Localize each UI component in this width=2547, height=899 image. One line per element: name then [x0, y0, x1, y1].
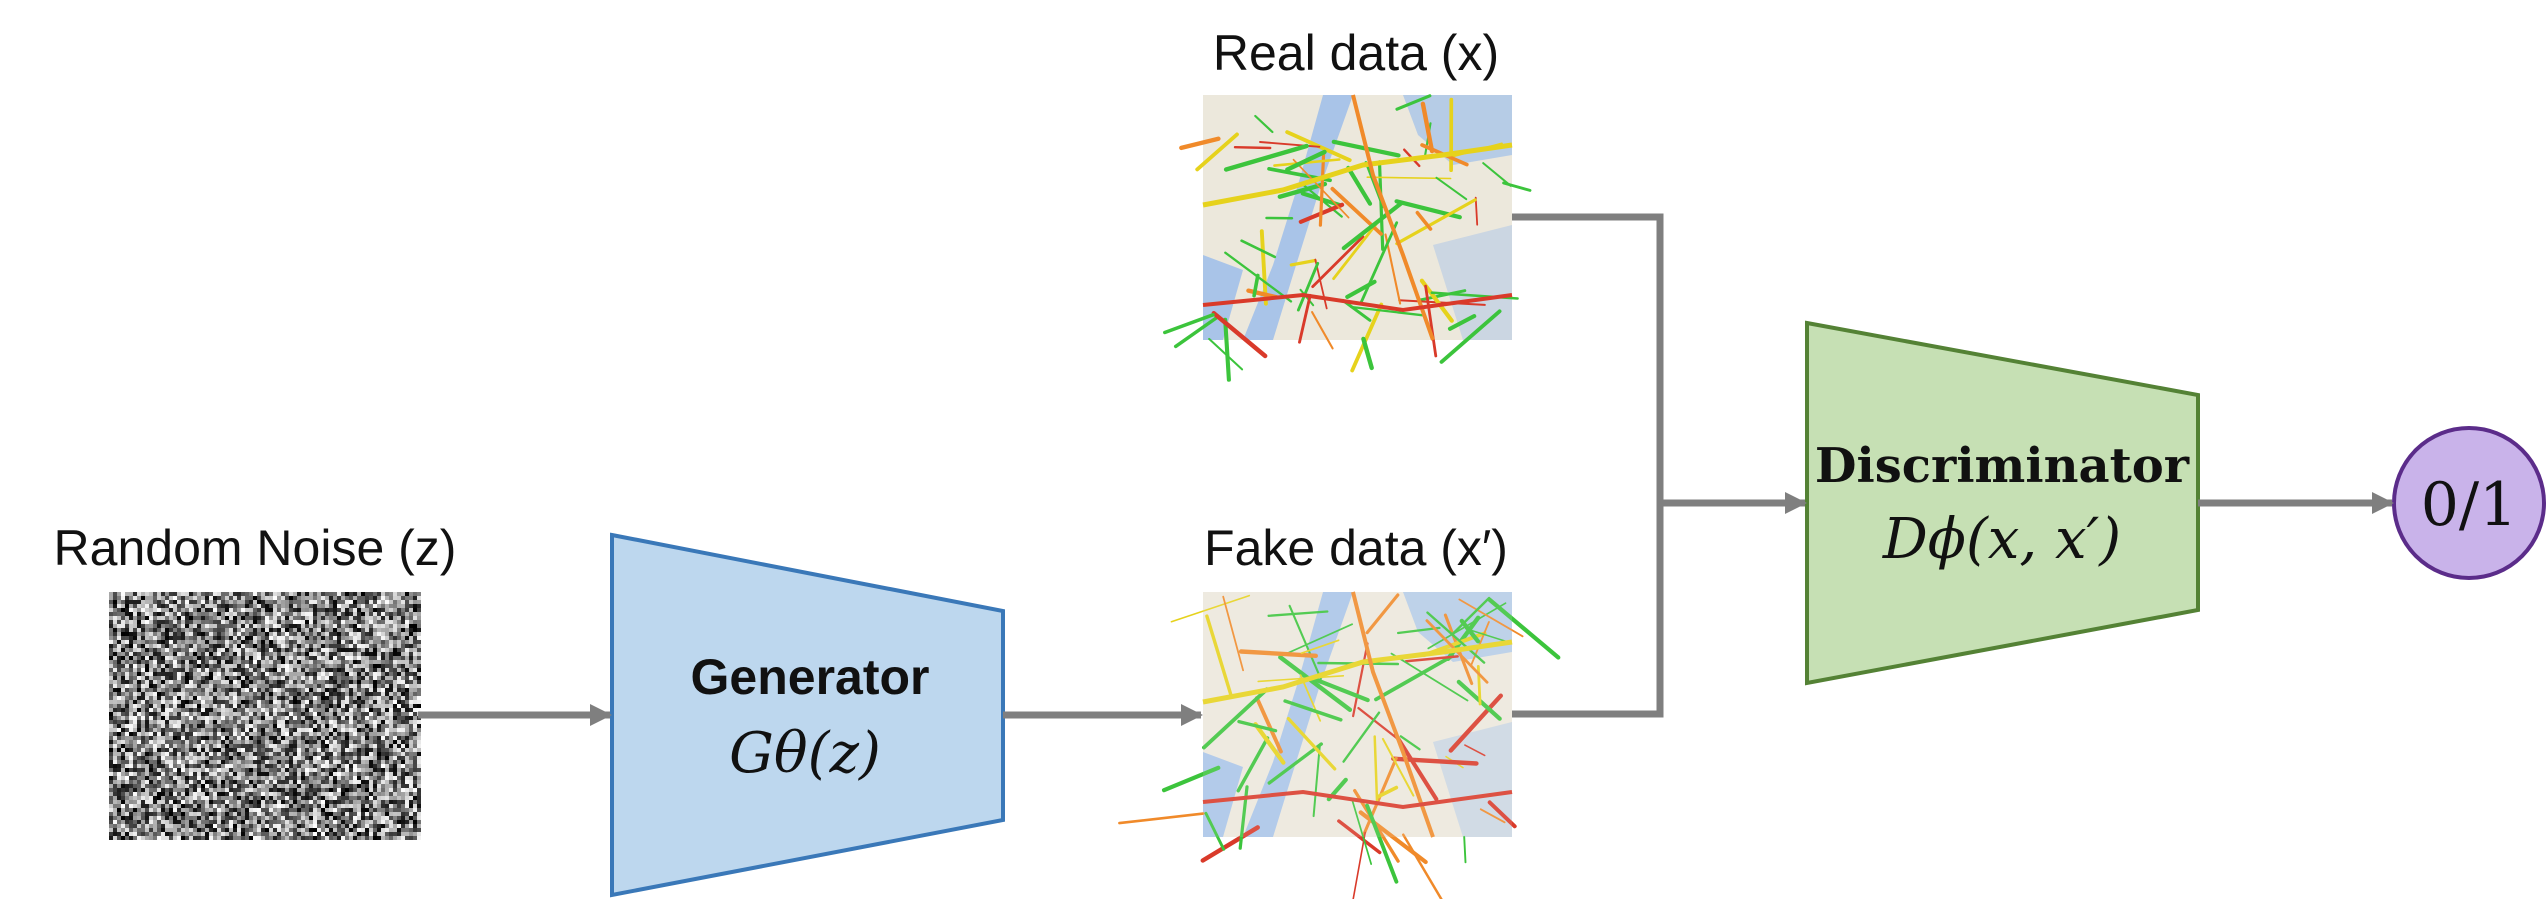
- fake-to-merge-line: [1512, 503, 1664, 718]
- fake-data-map-image: [1118, 591, 1561, 899]
- generator-title: Generator: [691, 649, 930, 705]
- generator-formula: Gθ(z): [729, 721, 881, 786]
- generator-block: Generator Gθ(z): [610, 532, 1005, 898]
- noise-label: Random Noise (z): [54, 520, 457, 576]
- connections: [418, 213, 2394, 726]
- real-data-map-image: [1163, 94, 1532, 382]
- fake-data-label: Fake data (x′): [1204, 520, 1508, 576]
- output-node: 0/1: [2392, 426, 2546, 580]
- real-data-label: Real data (x): [1213, 25, 1499, 81]
- random-noise-image: [109, 592, 421, 840]
- real-to-merge-line: [1512, 213, 1664, 503]
- output-label: 0/1: [2421, 470, 2518, 540]
- discriminator-formula: Dϕ(x, x′): [1882, 507, 2121, 572]
- discriminator-block: Discriminator Dϕ(x, x′): [1805, 320, 2200, 686]
- discriminator-title: Discriminator: [1815, 438, 2190, 494]
